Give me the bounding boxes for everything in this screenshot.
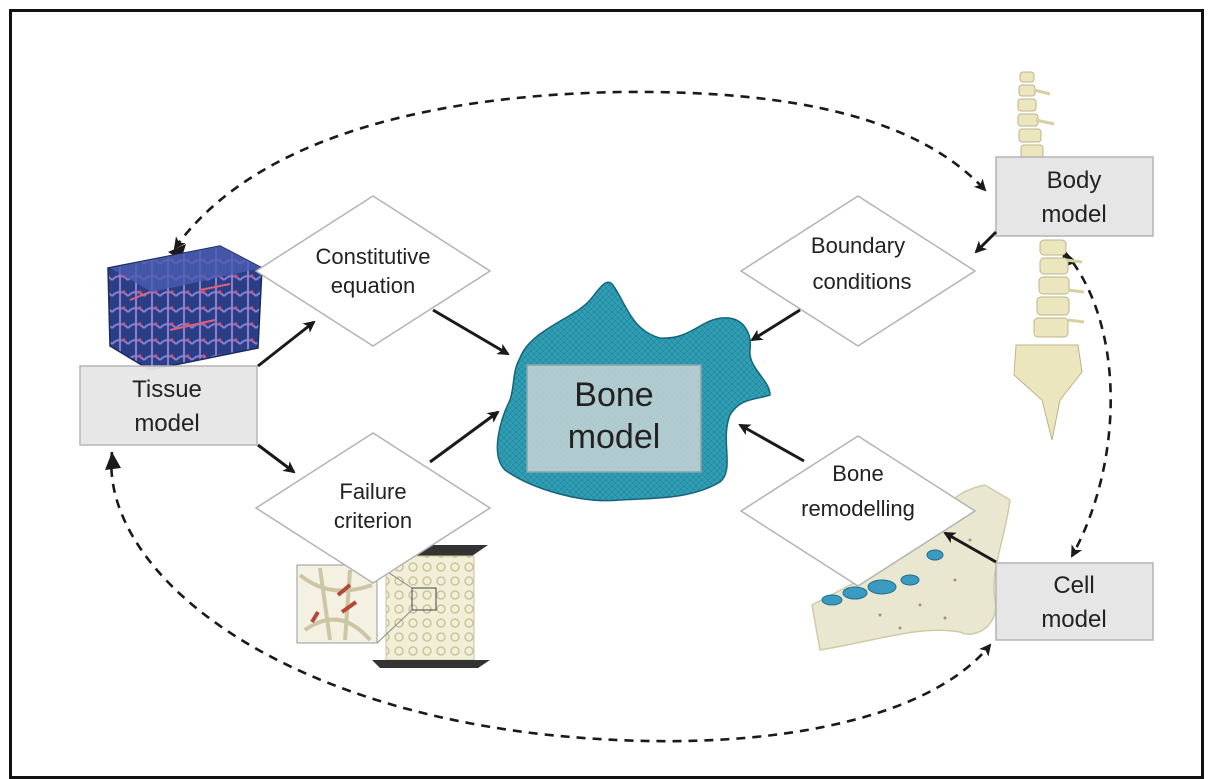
body-model-node: Body model xyxy=(995,156,1154,237)
arrow-tissue-body-top xyxy=(173,90,987,250)
body-line2: model xyxy=(1041,201,1106,228)
failure-line2: criterion xyxy=(334,508,412,533)
tissue-line1: Tissue xyxy=(132,376,202,403)
constitutive-line1: Constitutive xyxy=(316,244,431,269)
arrow-boundary-bone xyxy=(750,308,801,342)
bone-remodelling-node: Bone remodelling xyxy=(739,435,977,587)
cell-line2: model xyxy=(1041,606,1106,633)
constitutive-line2: equation xyxy=(331,273,415,298)
trabecular-failure-test-image xyxy=(296,545,490,668)
arrow-body-boundary xyxy=(974,230,998,254)
arrow-failure-bone xyxy=(429,410,500,464)
constitutive-equation-node: Constitutive equation xyxy=(254,195,492,347)
arrow-body-cell-right xyxy=(1062,249,1112,558)
body-line1: Body xyxy=(1047,167,1102,194)
boundary-line2: conditions xyxy=(812,269,911,294)
cell-line1: Cell xyxy=(1053,572,1094,599)
failure-line1: Failure xyxy=(339,479,406,504)
arrow-tissue-cell-bottom xyxy=(110,451,992,743)
spine-image xyxy=(1013,71,1085,441)
solid-arrows xyxy=(257,230,998,564)
arrowhead-tissue-bottom xyxy=(105,452,121,470)
bone-line1: Bone xyxy=(574,376,653,414)
boundary-line1: Boundary xyxy=(811,233,905,258)
remodelling-line1: Bone xyxy=(832,461,883,486)
bone-model-node: Bone model xyxy=(526,364,702,473)
bone-line2: model xyxy=(568,418,661,456)
boundary-conditions-node: Boundary conditions xyxy=(739,195,977,347)
tissue-line2: model xyxy=(134,410,199,437)
bone-cell-image xyxy=(811,484,1011,651)
arrow-tissue-failure xyxy=(257,443,296,474)
remodelling-line2: remodelling xyxy=(801,496,915,521)
trabecular-bone-tissue-image xyxy=(107,245,263,371)
cell-model-node: Cell model xyxy=(995,562,1154,641)
outer-dashed-arrows xyxy=(110,90,1112,743)
arrow-cell-remodelling xyxy=(943,531,997,564)
arrow-tissue-constitutive xyxy=(257,320,316,368)
failure-criterion-node: Failure criterion xyxy=(254,432,492,584)
arrow-constitutive-bone xyxy=(432,308,510,356)
tissue-model-node: Tissue model xyxy=(79,365,258,446)
arrow-remodelling-bone xyxy=(738,423,805,463)
